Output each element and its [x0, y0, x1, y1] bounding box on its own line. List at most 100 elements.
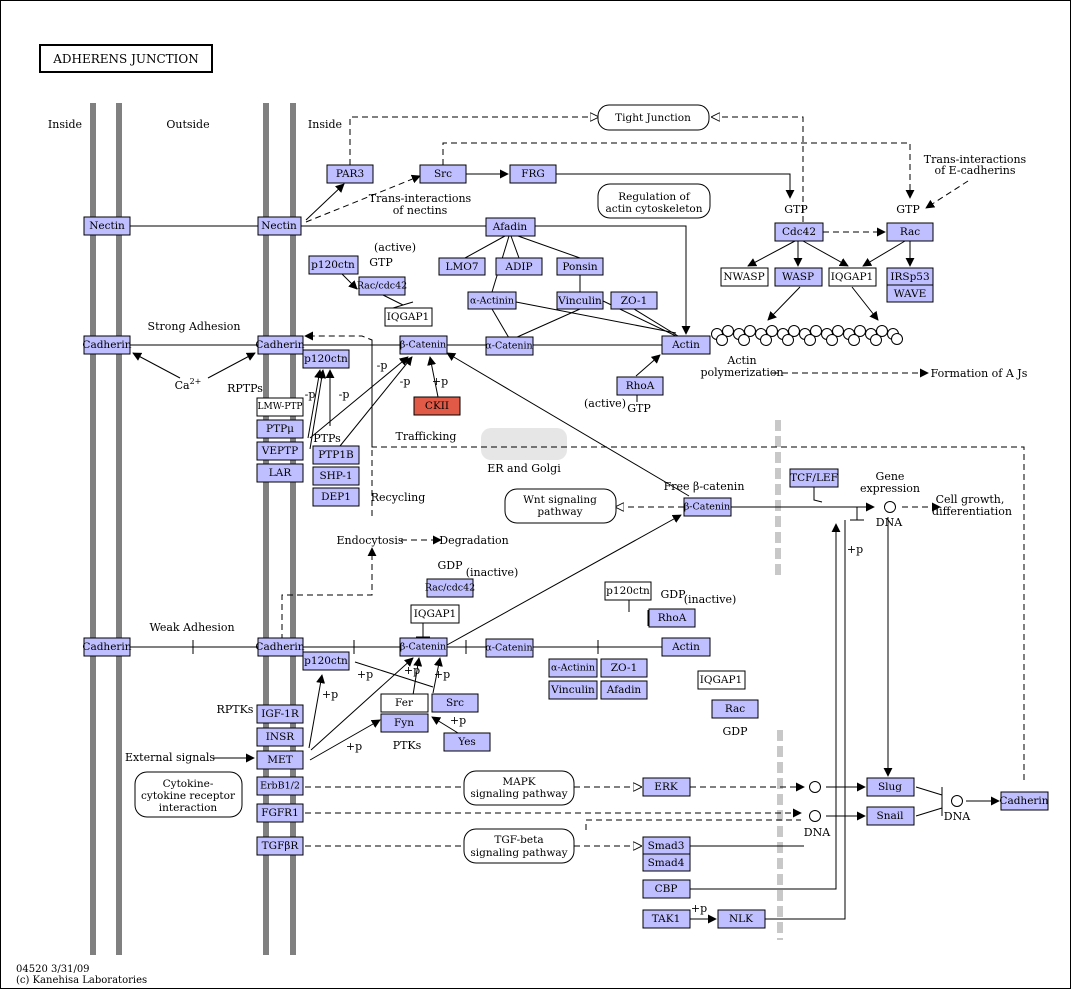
dna-circle: [884, 501, 896, 513]
gene-src[interactable]: Src: [419, 164, 467, 184]
gene-nectin[interactable]: Nectin: [257, 216, 302, 236]
map-tgfbeta[interactable]: TGF-beta signaling pathway: [463, 828, 575, 864]
gene-lar[interactable]: LAR: [256, 463, 304, 483]
gene-rhoa[interactable]: RhoA: [648, 608, 696, 628]
gene-erk[interactable]: ERK: [642, 777, 691, 797]
gene-ckii[interactable]: CKII: [413, 396, 461, 416]
gene-p120ctn[interactable]: p120ctn: [604, 581, 652, 601]
map-tight-junction[interactable]: Tight Junction: [597, 104, 710, 131]
gene-ponsin[interactable]: Ponsin: [556, 257, 604, 276]
gene-beta-catenin[interactable]: β-Catenin: [399, 335, 448, 355]
gene-lmw-ptp[interactable]: LMW-PTP: [256, 397, 304, 417]
gene-actin[interactable]: Actin: [661, 637, 711, 657]
gene-adip[interactable]: ADIP: [495, 257, 543, 276]
svg-text:Smad3: Smad3: [648, 840, 685, 852]
gene-erbb12[interactable]: ErbB1/2: [256, 776, 304, 796]
svg-text:β-Catenin: β-Catenin: [684, 502, 730, 513]
gene-shp1[interactable]: SHP-1: [312, 466, 360, 486]
gene-ptpmu[interactable]: PTPμ: [256, 419, 304, 439]
gene-wasp[interactable]: WASP: [774, 267, 823, 287]
gene-nlk[interactable]: NLK: [717, 909, 766, 929]
gene-lmo7[interactable]: LMO7: [438, 257, 486, 276]
gene-snail[interactable]: Snail: [866, 806, 915, 826]
gene-rac-cdc42[interactable]: Rac/cdc42: [425, 578, 475, 598]
label-dna: DNA: [876, 516, 903, 529]
svg-text:TAK1: TAK1: [652, 913, 681, 925]
svg-text:ADIP: ADIP: [504, 261, 532, 273]
gene-yes[interactable]: Yes: [443, 732, 491, 752]
gene-beta-catenin[interactable]: β-Catenin: [683, 497, 732, 517]
gene-cadherin[interactable]: Cadherin: [255, 335, 305, 355]
gene-cbp[interactable]: CBP: [642, 879, 691, 899]
gene-fyn[interactable]: Fyn: [380, 713, 429, 733]
gene-tak1[interactable]: TAK1: [642, 909, 691, 929]
gene-fer[interactable]: Fer: [380, 693, 429, 713]
gene-cadherin[interactable]: Cadherin: [82, 637, 132, 657]
gene-rac[interactable]: Rac: [711, 699, 759, 719]
gene-nwasp[interactable]: NWASP: [720, 267, 769, 287]
gene-veptp[interactable]: VEPTP: [256, 441, 304, 461]
gene-smad3[interactable]: Smad3: [642, 836, 691, 855]
svg-text:Rac/cdc42: Rac/cdc42: [425, 583, 475, 594]
dna-circle: [951, 795, 963, 807]
gene-cdc42[interactable]: Cdc42: [774, 222, 824, 242]
gene-cadherin[interactable]: Cadherin: [999, 791, 1049, 811]
map-regulation-actin[interactable]: Regulation of actin cytoskeleton: [597, 183, 711, 219]
gene-frg[interactable]: FRG: [509, 164, 557, 184]
svg-text:Actin: Actin: [671, 641, 700, 653]
map-cytokine[interactable]: Cytokine- cytokine receptor interaction: [134, 771, 243, 818]
svg-text:Nectin: Nectin: [89, 220, 125, 232]
gene-tcf-lef[interactable]: TCF/LEF: [789, 468, 839, 488]
label-active: (active): [584, 397, 626, 410]
gene-zo1[interactable]: ZO-1: [600, 658, 648, 678]
gene-par3[interactable]: PAR3: [326, 164, 374, 184]
gene-rhoa[interactable]: RhoA: [616, 376, 664, 396]
gene-cadherin[interactable]: Cadherin: [82, 335, 132, 355]
gene-ptp1b[interactable]: PTP1B: [312, 445, 360, 465]
gene-vinculin[interactable]: Vinculin: [556, 291, 604, 310]
gene-iqgap1[interactable]: IQGAP1: [828, 267, 877, 287]
gene-alpha-catenin[interactable]: α-Catenin: [485, 336, 534, 356]
gene-cadherin[interactable]: Cadherin: [255, 637, 305, 657]
gene-dep1[interactable]: DEP1: [312, 487, 360, 507]
map-wnt-signaling[interactable]: Wnt signaling pathway: [504, 488, 617, 524]
gene-nectin[interactable]: Nectin: [83, 216, 131, 236]
svg-text:Regulation of: Regulation of: [618, 191, 691, 203]
label-inactive: (inactive): [466, 566, 519, 579]
map-mapk[interactable]: MAPK signaling pathway: [463, 770, 575, 806]
svg-text:Snail: Snail: [877, 810, 905, 822]
svg-text:SHP-1: SHP-1: [319, 470, 352, 482]
gene-igf1r[interactable]: IGF-1R: [256, 704, 304, 724]
gene-p120ctn[interactable]: p120ctn: [302, 349, 350, 369]
gene-met[interactable]: MET: [256, 750, 304, 770]
gene-iqgap1[interactable]: IQGAP1: [410, 604, 460, 624]
gene-rac-cdc42[interactable]: Rac/cdc42: [357, 276, 407, 296]
gene-afadin[interactable]: Afadin: [485, 217, 536, 237]
gene-slug[interactable]: Slug: [866, 777, 915, 797]
gene-fgfr1[interactable]: FGFR1: [256, 803, 304, 823]
gene-smad4[interactable]: Smad4: [642, 853, 691, 872]
label-plus-p: +p: [847, 543, 863, 556]
gene-vinculin[interactable]: Vinculin: [548, 680, 598, 700]
svg-text:Fer: Fer: [395, 697, 414, 709]
gene-irsp53[interactable]: IRSp53: [886, 267, 934, 286]
gene-zo1[interactable]: ZO-1: [610, 291, 658, 310]
gene-iqgap1[interactable]: IQGAP1: [384, 307, 433, 327]
gene-iqgap1[interactable]: IQGAP1: [697, 670, 746, 690]
label-degradation: Degradation: [439, 534, 508, 547]
gene-src[interactable]: Src: [431, 693, 479, 713]
gene-afadin[interactable]: Afadin: [600, 680, 648, 700]
gene-wave[interactable]: WAVE: [886, 284, 934, 303]
gene-alpha-actinin[interactable]: α-Actinin: [467, 291, 517, 310]
gene-tgfbr[interactable]: TGFβR: [256, 836, 304, 856]
gene-p120ctn[interactable]: p120ctn: [308, 255, 359, 275]
gene-actin[interactable]: Actin: [661, 335, 711, 355]
gene-p120ctn[interactable]: p120ctn: [302, 651, 350, 671]
svg-text:ErbB1/2: ErbB1/2: [260, 781, 300, 792]
gene-rac[interactable]: Rac: [886, 222, 934, 242]
gene-alpha-actinin[interactable]: α-Actinin: [548, 658, 598, 678]
label-external-signals: External signals: [125, 751, 215, 764]
gene-insr[interactable]: INSR: [256, 727, 304, 747]
gene-alpha-catenin[interactable]: α-Catenin: [485, 638, 534, 658]
gene-beta-catenin[interactable]: β-Catenin: [399, 637, 448, 657]
